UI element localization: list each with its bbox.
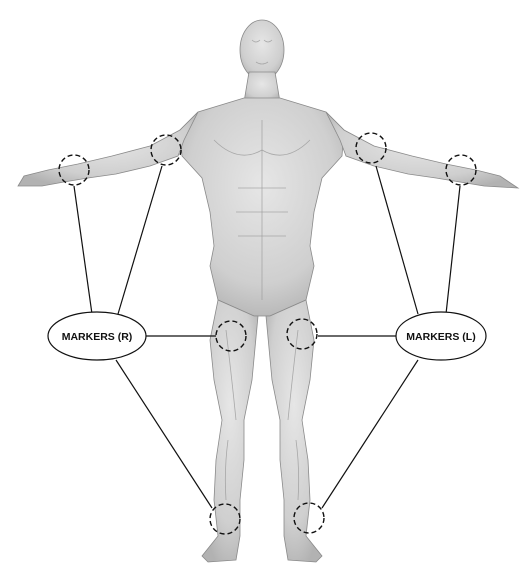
figure-head bbox=[240, 20, 284, 80]
figure-neck bbox=[244, 72, 280, 102]
figure-leg-left bbox=[266, 300, 322, 562]
label-left-text: MARKERS (L) bbox=[406, 331, 475, 343]
human-figure bbox=[18, 20, 518, 562]
connector-left-ankle bbox=[322, 360, 418, 508]
label-right-text: MARKERS (R) bbox=[62, 331, 133, 343]
label-left-group: MARKERS (L) bbox=[396, 312, 486, 360]
connector-left-upperarm bbox=[376, 166, 418, 314]
connector-right-ankle bbox=[116, 360, 212, 508]
connector-right-upperarm bbox=[118, 166, 162, 314]
connector-left-wrist bbox=[446, 186, 460, 314]
figure-arm-left bbox=[326, 112, 518, 188]
figure-arm-right bbox=[18, 112, 198, 186]
connector-right-wrist bbox=[74, 186, 92, 314]
label-right-group: MARKERS (R) bbox=[48, 312, 146, 360]
